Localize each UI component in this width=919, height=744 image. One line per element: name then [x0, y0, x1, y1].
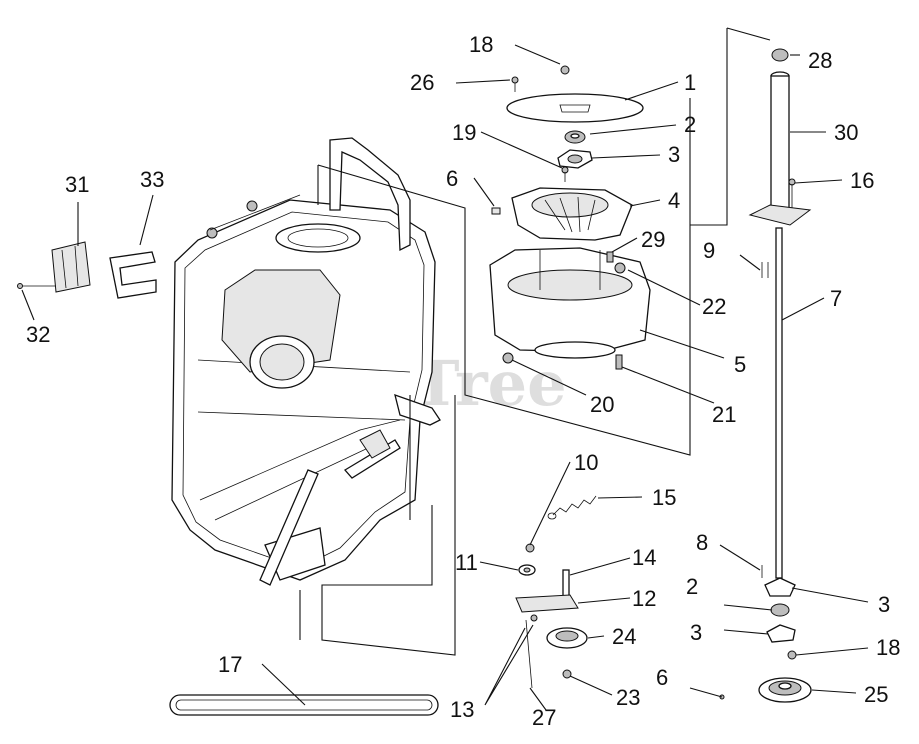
- callout-31: 31: [65, 172, 89, 197]
- callout-1: 1: [684, 70, 696, 95]
- part-17-belt: [169, 694, 439, 716]
- part-2-lower-bearing: [770, 603, 790, 617]
- part-4-impeller: [511, 187, 633, 241]
- callout-7: 7: [830, 286, 842, 311]
- callout-4: 4: [668, 188, 680, 213]
- callout-23: 23: [616, 685, 640, 710]
- leader-lines: [21, 44, 869, 711]
- callout-labels: 18 26 1 2 19 3 6 4 29 22 5 20 21 28 30 1…: [26, 32, 900, 730]
- callout-22: 22: [702, 294, 726, 319]
- callout-28: 28: [808, 48, 832, 73]
- part-6-key: [491, 207, 501, 215]
- part-19-screw: [561, 166, 569, 182]
- part-31-clip: [51, 241, 91, 293]
- callout-27: 27: [532, 705, 556, 730]
- part-12-idler-arm: [515, 594, 579, 613]
- callout-2: 2: [684, 112, 696, 137]
- part-24-idler-pulley: [546, 627, 588, 649]
- callout-15: 15: [652, 485, 676, 510]
- part-28-bearing: [771, 48, 789, 62]
- callout-9: 9: [703, 238, 715, 263]
- part-27-bolt: [525, 619, 533, 689]
- callout-32: 32: [26, 322, 50, 347]
- callout-16: 16: [850, 168, 874, 193]
- part-25-pulley: [758, 677, 812, 703]
- part-21-bolt: [615, 354, 623, 370]
- callout-19: 19: [452, 120, 476, 145]
- part-22-nut: [614, 262, 626, 274]
- callout-18-lower: 18: [876, 635, 900, 660]
- part-23-nut: [562, 669, 572, 679]
- part-2-bearing: [564, 130, 586, 144]
- part-26-screw: [511, 76, 519, 92]
- part-30-shaft-tube: [770, 71, 790, 217]
- callout-29: 29: [641, 227, 665, 252]
- callout-21: 21: [712, 402, 736, 427]
- part-13-spacer: [530, 614, 538, 622]
- callout-8: 8: [696, 530, 708, 555]
- callout-3-right: 3: [878, 592, 890, 617]
- part-10-nut: [525, 543, 535, 553]
- callout-17: 17: [218, 652, 242, 677]
- part-14-bolt: [562, 569, 570, 599]
- callout-24: 24: [612, 624, 636, 649]
- part-18-nut: [560, 65, 570, 75]
- callout-20: 20: [590, 392, 614, 417]
- callout-26: 26: [410, 70, 434, 95]
- part-15-spring: [547, 495, 597, 520]
- part-3-lower-flange-2: [766, 624, 796, 643]
- hopper-housing: [171, 137, 441, 586]
- callout-3-lower: 3: [690, 620, 702, 645]
- shaft-mount-plate: [748, 204, 812, 226]
- part-5-blower-housing: [489, 247, 651, 359]
- part-20-nut: [502, 352, 514, 364]
- reference-lines: [299, 27, 771, 656]
- callout-5: 5: [734, 352, 746, 377]
- callout-3: 3: [668, 142, 680, 167]
- part-33-clip: [109, 251, 157, 299]
- part-3-lower-flange: [764, 577, 796, 597]
- callout-25: 25: [864, 682, 888, 707]
- callout-33: 33: [140, 167, 164, 192]
- callout-6-lower: 6: [656, 665, 668, 690]
- callout-6: 6: [446, 166, 458, 191]
- callout-12: 12: [632, 586, 656, 611]
- callout-14: 14: [632, 545, 656, 570]
- part-7-drive-shaft: [775, 227, 783, 579]
- part-3-bearing-flange: [557, 149, 593, 169]
- callout-18: 18: [469, 32, 493, 57]
- callout-30: 30: [834, 120, 858, 145]
- callout-11: 11: [455, 550, 478, 575]
- callout-2-lower: 2: [686, 574, 698, 599]
- part-1-cover-plate: [506, 93, 644, 123]
- callout-10: 10: [574, 450, 598, 475]
- part-18-lower-nut: [787, 650, 797, 660]
- part-11-washer: [518, 564, 536, 576]
- part-32-screw: [17, 283, 56, 289]
- part-29-screw: [606, 251, 614, 263]
- callout-13: 13: [450, 697, 474, 722]
- part-9-pin: [761, 262, 769, 278]
